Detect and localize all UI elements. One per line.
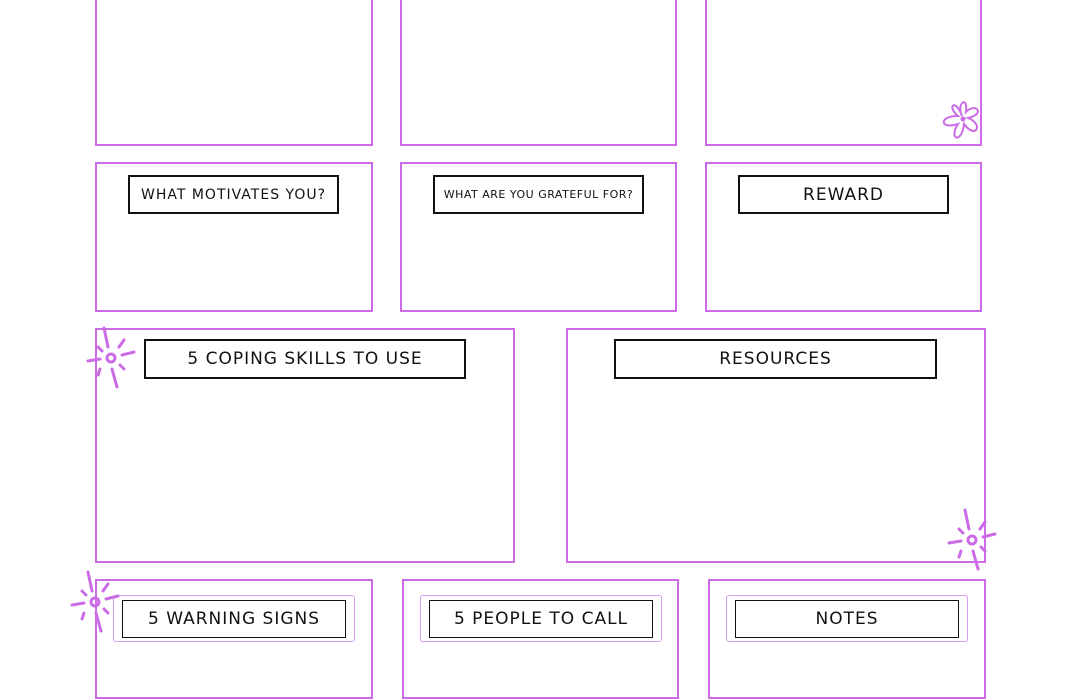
flower-icon [942,101,979,139]
grateful-label: WHAT ARE YOU GRATEFUL FOR? [433,175,644,214]
sparkle-icon [70,570,120,633]
warning-label: 5 WARNING SIGNS [122,600,346,638]
reward-label: REWARD [738,175,949,214]
grateful-box [400,162,677,312]
motivates-label: WHAT MOTIVATES YOU? [128,175,339,214]
motivates-box [95,162,373,312]
sparkle-icon [86,326,136,389]
notes-label: NOTES [735,600,959,638]
resources-label: RESOURCES [614,339,937,379]
coping-label: 5 COPING SKILLS TO USE [144,339,466,379]
sparkle-icon [947,508,997,571]
top-box-1 [95,0,373,146]
warning-label-frame [113,595,355,642]
reward-box [705,162,982,312]
people-label-frame [420,595,662,642]
notes-label-frame [726,595,968,642]
top-box-3 [705,0,982,146]
coping-box [95,328,515,563]
top-box-2 [400,0,677,146]
resources-box [566,328,986,563]
people-label: 5 PEOPLE TO CALL [429,600,653,638]
